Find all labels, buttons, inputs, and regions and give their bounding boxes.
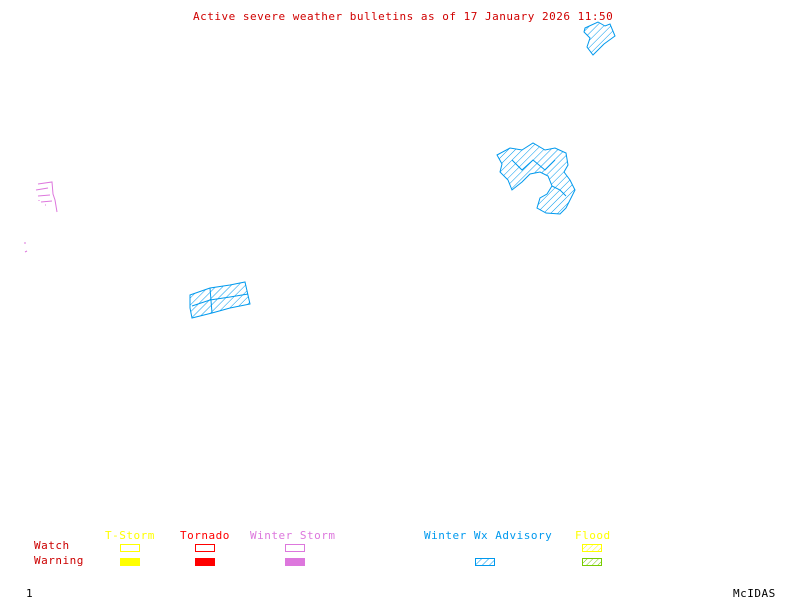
advisory-area-center-left	[189, 281, 251, 319]
legend-winter-storm-watch-swatch	[285, 544, 305, 552]
legend-tornado-watch-swatch	[195, 544, 215, 552]
legend-tornado-warning-swatch	[195, 558, 215, 566]
winter-storm-area-left	[24, 181, 58, 253]
legend-label-winter-wx-advisory: Winter Wx Advisory	[424, 529, 553, 542]
legend-row-warning: Warning	[34, 554, 84, 567]
legend-flood-watch-swatch	[582, 544, 602, 552]
legend-winter-wx-advisory-swatch	[475, 558, 495, 566]
legend-winter-storm-warning-swatch	[285, 558, 305, 566]
software-label: McIDAS	[733, 587, 776, 600]
advisory-area-upper-right	[496, 142, 576, 215]
advisory-area-top-right	[583, 21, 616, 56]
legend-label-tornado: Tornado	[180, 529, 230, 542]
legend-label-winter-storm: Winter Storm	[250, 529, 336, 542]
legend-tstorm-warning-swatch	[120, 558, 140, 566]
frame-number: 1	[26, 587, 34, 600]
legend-flood-warning-swatch	[582, 558, 602, 566]
legend-label-tstorm: T-Storm	[105, 529, 155, 542]
legend-label-flood: Flood	[575, 529, 611, 542]
legend-tstorm-watch-swatch	[120, 544, 140, 552]
legend-row-watch: Watch	[34, 539, 70, 552]
bulletin-title: Active severe weather bulletins as of 17…	[193, 10, 614, 23]
